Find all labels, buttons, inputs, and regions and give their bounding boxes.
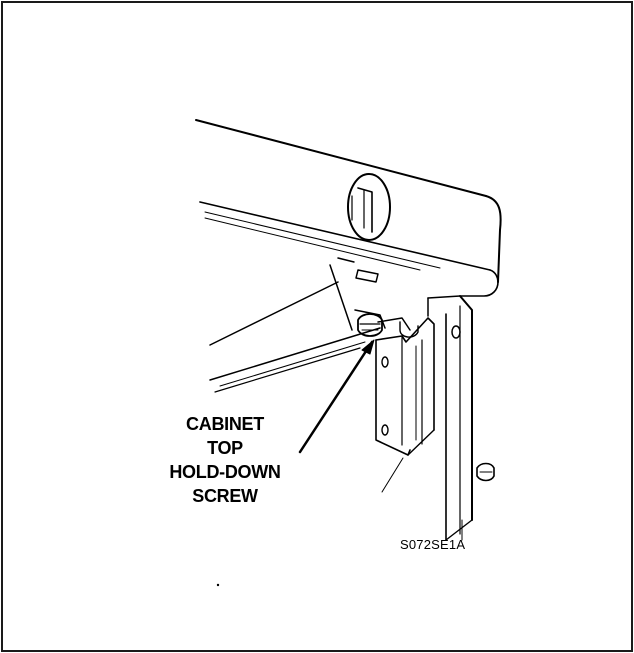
figure-code-leader: [381, 457, 404, 493]
callout-line-top: TOP: [207, 438, 243, 458]
callout-line-cabinet: CABINET: [186, 414, 264, 434]
rail-nut-icon: [476, 462, 495, 482]
mounting-bracket: [209, 264, 411, 393]
callout-line-hold-down: HOLD-DOWN: [169, 462, 281, 482]
callout-label: CABINET TOP HOLD-DOWN SCREW: [150, 412, 300, 508]
figure-code: S072SE1A: [400, 537, 466, 552]
hold-down-screw-icon: [357, 313, 383, 337]
callout-line-screw: SCREW: [192, 486, 258, 506]
cabinet-top-panel: [195, 119, 502, 297]
vent-hole-icon: [347, 173, 391, 241]
callout-arrowhead: [361, 339, 375, 355]
dot: [216, 583, 220, 587]
vertical-rail: [427, 295, 473, 541]
inner-bracket: [375, 317, 435, 456]
callout-leader: [298, 340, 374, 454]
slot: [355, 269, 379, 283]
